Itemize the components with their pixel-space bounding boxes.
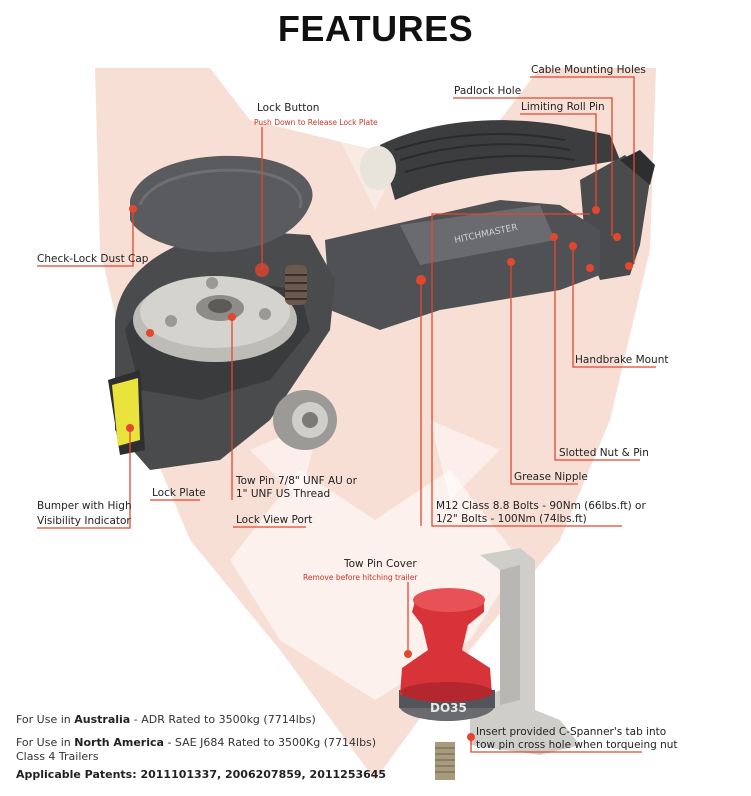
label-lock-view-port: Lock View Port: [236, 514, 313, 526]
leader-slotted-nut: [554, 237, 640, 461]
label-spanner-line2: tow pin cross hole when torqueing nut: [476, 739, 678, 751]
footer-north-america-class: Class 4 Trailers: [16, 750, 99, 763]
label-padlock-hole: Padlock Hole: [454, 85, 522, 97]
red-cover: [400, 592, 492, 695]
label-lock-button-sub: Push Down to Release Lock Plate: [254, 118, 378, 127]
handle-cap: [360, 146, 396, 190]
label-cable-mounting-holes: Cable Mounting Holes: [531, 64, 646, 76]
label-lock-plate: Lock Plate: [152, 487, 206, 499]
label-tow-pin-line2: 1" UNF US Thread: [236, 488, 331, 500]
page-title: FEATURES: [277, 8, 474, 49]
label-bumper-line2: Visibility Indicator: [37, 515, 131, 527]
leader-bolts: [431, 213, 622, 527]
label-handbrake-mount: Handbrake Mount: [575, 354, 669, 366]
leader-spanner: [470, 737, 642, 753]
footer-north-america: For Use in North America - SAE J684 Rate…: [16, 736, 377, 749]
footer-patents: Applicable Patents: 2011101337, 20062078…: [16, 768, 387, 781]
footer-australia: For Use in Australia - ADR Rated to 3500…: [16, 713, 316, 726]
label-slotted-nut-pin: Slotted Nut & Pin: [559, 447, 649, 459]
leader-grease-nipple: [510, 262, 578, 485]
label-spanner-line1: Insert provided C-Spanner's tab into: [476, 726, 667, 738]
label-grease-nipple: Grease Nipple: [514, 471, 588, 483]
leader-dust-cap: [37, 209, 134, 267]
label-tow-pin-line1: Tow Pin 7/8" UNF AU or: [236, 475, 357, 487]
brand-on-coupling: DO35: [430, 701, 467, 715]
label-check-lock-dust-cap: Check-Lock Dust Cap: [37, 253, 149, 265]
c-spanner: [470, 548, 580, 755]
label-tow-pin-cover-sub: Remove before hitching trailer: [303, 573, 418, 582]
dust-cap: [130, 155, 313, 252]
leader-limiting-roll-pin: [520, 113, 597, 208]
label-tow-pin-cover: Tow Pin Cover: [344, 558, 417, 570]
leader-cable-mounting-holes: [530, 76, 635, 264]
label-bolts-line2: 1/2" Bolts - 100Nm (74lbs.ft): [436, 513, 587, 525]
label-bumper-line1: Bumper with High: [37, 500, 132, 512]
label-bolts-line1: M12 Class 8.8 Bolts - 90Nm (66lbs.ft) or: [436, 500, 646, 512]
leader-padlock-hole: [453, 97, 613, 236]
leader-handbrake-mount: [572, 246, 656, 368]
label-limiting-roll-pin: Limiting Roll Pin: [521, 101, 605, 113]
label-lock-button: Lock Button: [257, 102, 320, 114]
leader-bumper: [37, 428, 131, 529]
